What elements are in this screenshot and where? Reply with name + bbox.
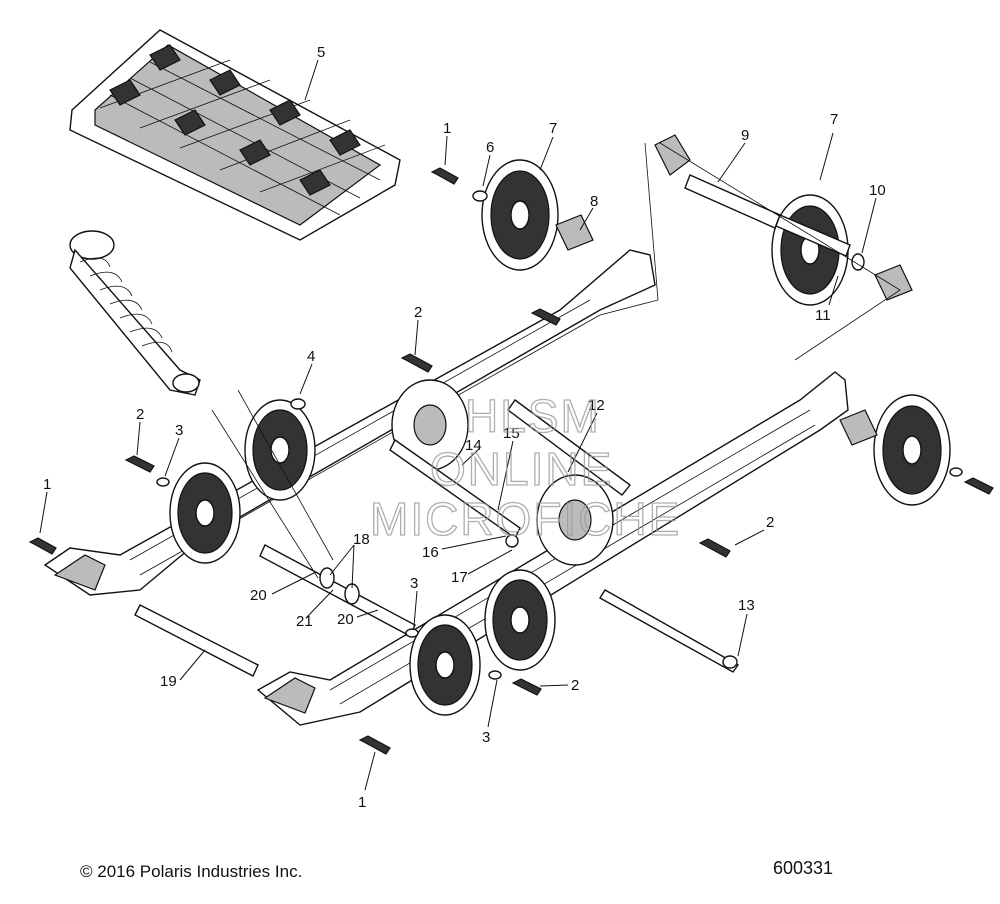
callout-6: 6 xyxy=(486,139,494,156)
callout-2: 2 xyxy=(414,304,422,321)
callout-20: 20 xyxy=(250,587,267,604)
diagram-number: 600331 xyxy=(773,858,834,878)
callout-2-right: 2 xyxy=(766,514,774,531)
idler-wheel-center xyxy=(391,379,469,471)
callout-3: 3 xyxy=(175,422,183,439)
callout-1-lower: 1 xyxy=(358,794,366,811)
track-section xyxy=(69,29,401,241)
watermark-line-1: HLSM xyxy=(465,390,601,442)
shock-absorber xyxy=(69,230,201,396)
idler-wheel-right-2 xyxy=(484,569,556,671)
callout-21: 21 xyxy=(296,613,313,630)
callout-7: 7 xyxy=(549,120,557,137)
rear-axle xyxy=(654,134,913,301)
idler-wheel-left-1 xyxy=(169,462,241,564)
watermark: HLSM ONLINE MICROFICHE xyxy=(369,389,681,545)
callout-12: 12 xyxy=(588,397,605,414)
callout-10: 10 xyxy=(869,182,886,199)
bearing-8 xyxy=(555,214,594,251)
copyright-text: © 2016 Polaris Industries Inc. xyxy=(80,862,303,881)
callout-8: 8 xyxy=(590,193,598,210)
callout-5: 5 xyxy=(317,44,325,61)
callout-15: 15 xyxy=(503,425,520,442)
bearing-rear-right xyxy=(839,409,878,446)
watermark-line-2: ONLINE xyxy=(430,443,613,495)
assembly-lines xyxy=(211,142,901,579)
callout-20-lower: 20 xyxy=(337,611,354,628)
callout-13: 13 xyxy=(738,597,755,614)
callout-3-center: 3 xyxy=(410,575,418,592)
callout-11: 11 xyxy=(815,307,831,324)
callout-7-rear: 7 xyxy=(830,111,838,128)
idler-wheel-left-2 xyxy=(244,399,316,501)
leader-lines xyxy=(39,59,877,791)
cross-shafts xyxy=(134,399,740,677)
callout-4: 4 xyxy=(307,348,315,365)
callout-18: 18 xyxy=(353,531,370,548)
idler-wheel-top xyxy=(481,159,559,271)
left-rail xyxy=(43,249,656,596)
idler-wheel-rear-right xyxy=(873,394,951,506)
callout-19: 19 xyxy=(160,673,177,690)
callout-1-front: 1 xyxy=(43,476,51,493)
callout-9: 9 xyxy=(741,127,749,144)
callout-labels: 5 1 6 7 8 9 7 10 11 2 4 2 3 12 14 15 1 1… xyxy=(43,44,886,811)
callout-14: 14 xyxy=(465,437,482,454)
callout-2-left: 2 xyxy=(136,406,144,423)
callout-16: 16 xyxy=(422,544,439,561)
fasteners xyxy=(28,167,994,755)
callout-3-lower: 3 xyxy=(482,729,490,746)
callout-17: 17 xyxy=(451,569,468,586)
idler-wheel-center-2 xyxy=(536,474,614,566)
callout-1: 1 xyxy=(443,120,451,137)
idler-wheel-right-1 xyxy=(409,614,481,716)
callout-2-lower: 2 xyxy=(571,677,579,694)
watermark-line-3: MICROFICHE xyxy=(370,493,681,545)
